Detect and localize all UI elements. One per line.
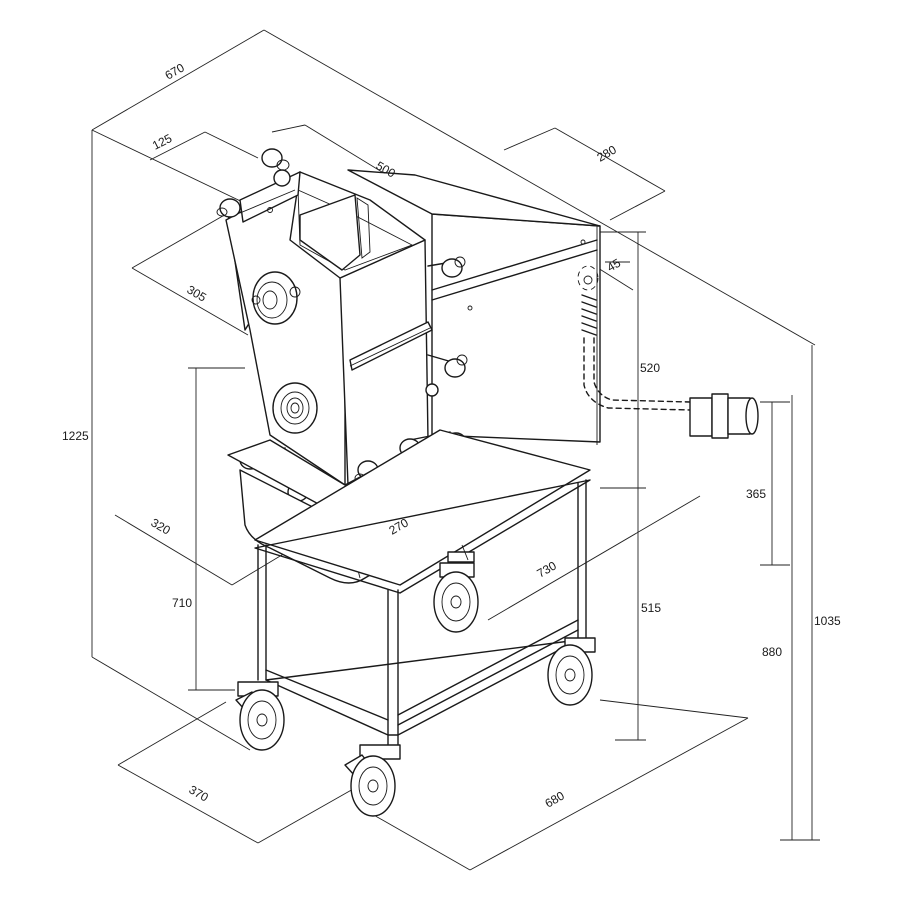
dim-520: 520 (640, 361, 660, 375)
outlet-port (272, 382, 318, 434)
dim-45: 45 (605, 256, 624, 275)
cabinet-body (347, 169, 601, 445)
dim-730: 730 (535, 558, 560, 580)
caster-back-right (547, 637, 596, 706)
caster-front-left (235, 681, 285, 751)
dimension-lines (91, 29, 820, 871)
dim-305: 305 (185, 282, 210, 304)
dim-680: 680 (543, 788, 568, 810)
trolley-frame (254, 429, 591, 746)
knob-right-middle (425, 354, 468, 397)
dim-880: 880 (762, 645, 782, 659)
side-handwheel (251, 271, 301, 325)
dim-365: 365 (746, 487, 766, 501)
dim-670: 670 (163, 60, 188, 82)
dim-1035: 1035 (814, 614, 841, 628)
dim-710: 710 (172, 596, 192, 610)
dim-1225: 1225 (62, 429, 89, 443)
dim-515: 515 (641, 601, 661, 615)
dim-320: 320 (149, 515, 174, 537)
hopper (225, 171, 433, 486)
caster-back-left (433, 562, 479, 633)
knob-right-upper (427, 256, 466, 278)
knob-top-left (261, 148, 291, 187)
dim-370: 370 (187, 782, 212, 804)
caster-front-right (344, 744, 401, 817)
dim-280: 280 (595, 142, 620, 164)
knob-left (216, 198, 241, 218)
power-plug (689, 393, 759, 439)
power-cable (577, 265, 691, 411)
